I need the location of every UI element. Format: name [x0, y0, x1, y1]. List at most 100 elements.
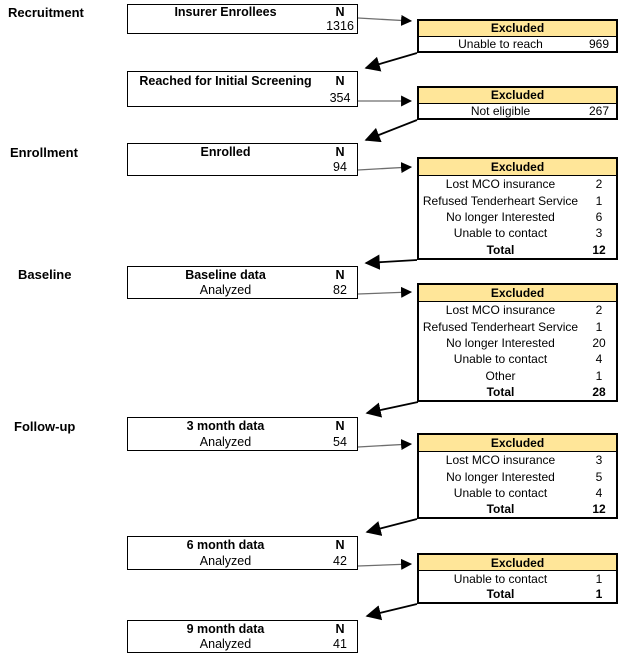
excluded-count: 969 — [588, 36, 610, 51]
excluded-total-row: Total 28 — [419, 384, 616, 400]
n-value: 42 — [333, 554, 347, 568]
flow-box-insurer-enrollees: Insurer Enrollees N 1316 — [127, 4, 358, 34]
excluded-row: Other 1 — [419, 367, 616, 383]
excluded-count: 5 — [595, 469, 603, 484]
excluded-count: 4 — [595, 352, 603, 367]
excluded-reason: Unable to reach — [458, 36, 543, 51]
excluded-reason: Unable to contact — [453, 571, 548, 586]
excluded-header: Excluded — [419, 435, 616, 453]
exclusion-out-arrows — [357, 14, 413, 570]
flow-box-value-row: Analyzed 82 — [128, 283, 357, 299]
excluded-total-count: 28 — [592, 384, 606, 399]
flow-box-enrolled: Enrolled N 94 — [127, 143, 358, 176]
flow-return-arrows — [364, 52, 419, 621]
excluded-count: 3 — [595, 453, 603, 468]
n-value: 1316 — [326, 19, 354, 33]
excluded-count: 4 — [595, 485, 603, 500]
excluded-count: 3 — [595, 226, 603, 241]
excluded-count: 1 — [595, 368, 603, 383]
excluded-total-label: Total — [486, 384, 515, 399]
excluded-header: Excluded — [419, 159, 616, 177]
flow-box-value-row: Analyzed 41 — [128, 637, 357, 653]
n-column-header: N — [335, 419, 345, 433]
excluded-header: Excluded — [419, 21, 616, 37]
excluded-row: No longer Interested 20 — [419, 335, 616, 351]
flow-box-value-row: 94 — [128, 160, 357, 176]
excluded-reason: Not eligible — [470, 103, 531, 118]
excluded-box-not-eligible: Excluded Not eligible 267 — [417, 86, 618, 120]
excluded-row: No longer Interested 5 — [419, 468, 616, 484]
arrow-out-icon — [357, 286, 413, 298]
excluded-count: 1 — [595, 193, 603, 208]
excluded-reason: Other — [485, 368, 516, 383]
excluded-box-unable-to-reach: Excluded Unable to reach 969 — [417, 19, 618, 53]
excluded-row: Unable to reach 969 — [419, 37, 616, 52]
n-value: 82 — [333, 283, 347, 298]
arrow-return-icon — [365, 401, 419, 418]
flow-box-value-row: 354 — [128, 89, 357, 106]
excluded-count: 1 — [595, 319, 603, 334]
n-column-header: N — [335, 538, 345, 552]
flow-box-6-month-data: 6 month data N Analyzed 42 — [127, 536, 358, 570]
arrow-return-icon — [365, 518, 418, 536]
excluded-row: Refused Tenderheart Service 1 — [419, 193, 616, 209]
excluded-row: Lost MCO insurance 3 — [419, 452, 616, 468]
flow-box-title-row: 3 month data N — [128, 418, 357, 434]
stage-label-enrollment: Enrollment — [10, 145, 78, 160]
n-column-header: N — [335, 5, 345, 19]
stage-label-recruitment: Recruitment — [8, 5, 84, 20]
excluded-header: Excluded — [419, 88, 616, 104]
flow-box-subtitle: Analyzed — [199, 554, 252, 568]
flow-box-value-row: 1316 — [128, 19, 357, 33]
excluded-row: Unable to contact 4 — [419, 485, 616, 501]
excluded-reason: Refused Tenderheart Service — [422, 319, 579, 334]
arrow-return-icon — [364, 119, 418, 143]
excluded-row: Refused Tenderheart Service 1 — [419, 319, 616, 335]
excluded-total-count: 1 — [595, 587, 603, 602]
excluded-row: Lost MCO insurance 2 — [419, 302, 616, 318]
excluded-row: Unable to contact 1 — [419, 571, 616, 586]
n-column-header: N — [335, 73, 345, 88]
arrow-out-icon — [357, 162, 413, 174]
stage-label-baseline: Baseline — [18, 267, 72, 282]
arrow-out-icon — [357, 558, 413, 570]
excluded-total-label: Total — [486, 501, 515, 516]
flow-box-title: 3 month data — [186, 419, 265, 433]
n-value: 41 — [333, 637, 347, 652]
excluded-box-baseline-stage: Excluded Lost MCO insurance 2 Refused Te… — [417, 283, 618, 402]
arrow-out-icon — [357, 439, 413, 451]
n-value: 354 — [329, 90, 351, 105]
excluded-total-label: Total — [486, 587, 515, 602]
excluded-reason: Lost MCO insurance — [445, 177, 556, 192]
excluded-row: Not eligible 267 — [419, 104, 616, 119]
excluded-total-row: Total 1 — [419, 587, 616, 602]
n-value: 54 — [333, 435, 347, 449]
excluded-header: Excluded — [419, 285, 616, 303]
excluded-row: No longer Interested 6 — [419, 209, 616, 225]
excluded-count: 2 — [595, 177, 603, 192]
arrow-return-icon — [364, 254, 418, 270]
excluded-reason: Unable to contact — [453, 352, 548, 367]
excluded-reason: Refused Tenderheart Service — [422, 193, 579, 208]
excluded-total-count: 12 — [592, 242, 606, 257]
excluded-reason: No longer Interested — [446, 469, 555, 484]
flow-box-title: 6 month data — [186, 538, 265, 552]
flow-box-title-row: 9 month data N — [128, 621, 357, 637]
excluded-row: Unable to contact 3 — [419, 225, 616, 241]
excluded-reason: No longer Interested — [446, 335, 555, 350]
excluded-box-3-month-stage: Excluded Lost MCO insurance 3 No longer … — [417, 433, 618, 519]
excluded-total-label: Total — [486, 242, 515, 257]
flow-box-subtitle: Analyzed — [199, 283, 252, 298]
excluded-header: Excluded — [419, 555, 616, 572]
flow-box-baseline-data: Baseline data N Analyzed 82 — [127, 266, 358, 299]
excluded-total-row: Total 12 — [419, 242, 616, 258]
excluded-count: 20 — [592, 335, 606, 350]
stage-label-follow-up: Follow-up — [14, 419, 76, 434]
flow-box-title-row: Baseline data N — [128, 267, 357, 283]
excluded-count: 6 — [595, 210, 603, 225]
arrow-return-icon — [364, 52, 418, 72]
flow-box-3-month-data: 3 month data N Analyzed 54 — [127, 417, 358, 451]
flow-box-value-row: Analyzed 54 — [128, 434, 357, 450]
excluded-reason: Lost MCO insurance — [445, 453, 556, 468]
